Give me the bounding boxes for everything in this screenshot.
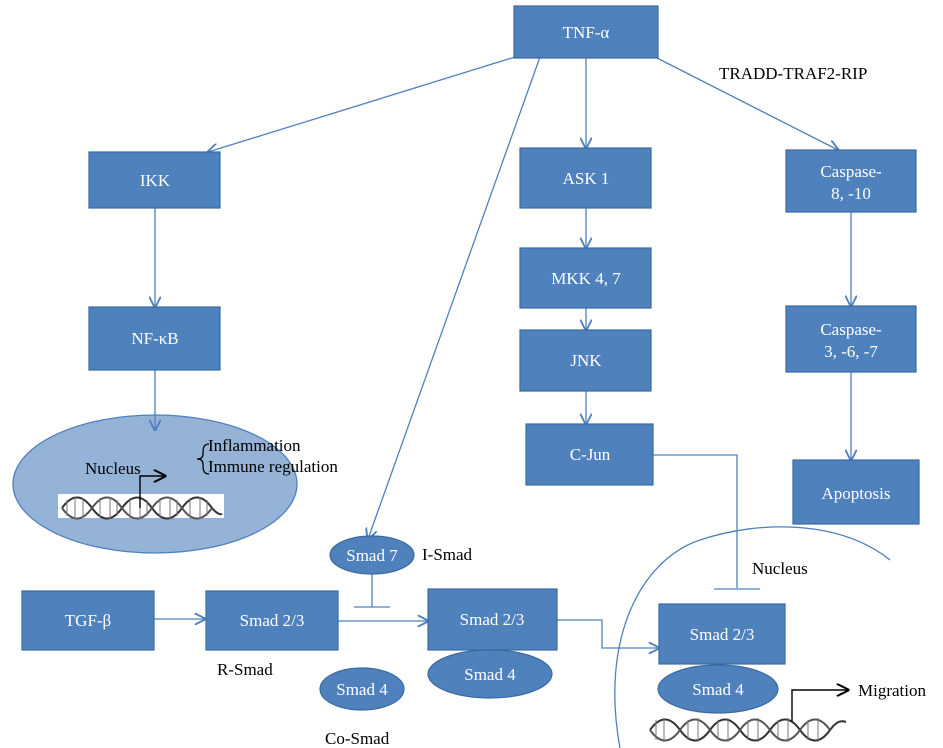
- arrow-tnf-ikk: [208, 56, 516, 152]
- node-smad23-c: Smad 2/3: [658, 603, 786, 665]
- brace-icon: [196, 443, 210, 475]
- node-smad7: Smad 7: [329, 535, 415, 575]
- immune-regulation-label: Immune regulation: [208, 457, 338, 476]
- node-mkk-label: MKK 4, 7: [551, 269, 621, 288]
- dna-helix-left-icon: [58, 476, 224, 520]
- node-tnf: TNF-α: [513, 5, 659, 59]
- r-smad-label: R-Smad: [217, 660, 273, 679]
- co-smad-label: Co-Smad: [325, 729, 390, 748]
- node-tgfb-label: TGF-β: [65, 611, 111, 630]
- node-apoptosis-label: Apoptosis: [822, 484, 891, 503]
- node-mkk: MKK 4, 7: [519, 247, 652, 309]
- node-caspase8-label-2: 8, -10: [831, 184, 871, 203]
- cjun-inhibit-line: [653, 454, 738, 588]
- node-smad7-label: Smad 7: [346, 546, 398, 565]
- node-apoptosis: Apoptosis: [792, 459, 920, 525]
- arrow-tnf-smad7: [368, 56, 541, 539]
- node-smad4-b: Smad 4: [427, 649, 553, 699]
- node-ikk: IKK: [88, 151, 221, 209]
- node-smad4-c-label: Smad 4: [692, 680, 744, 699]
- node-caspase3: Caspase- 3, -6, -7: [785, 305, 917, 373]
- node-jnk: JNK: [519, 329, 652, 392]
- migration-label: Migration: [858, 681, 926, 700]
- node-smad23-b: Smad 2/3: [427, 588, 558, 651]
- nucleus-right-membrane: [614, 526, 891, 748]
- node-smad4-a-label: Smad 4: [336, 680, 388, 699]
- dna-helix-right-icon: [649, 690, 848, 742]
- node-smad4-c: Smad 4: [657, 664, 779, 714]
- arrow-smad23-nucleus: [557, 619, 659, 648]
- node-caspase8: Caspase- 8, -10: [785, 149, 917, 213]
- tradd-label: TRADD-TRAF2-RIP: [719, 64, 867, 83]
- node-tnf-label: TNF-α: [563, 23, 610, 42]
- node-caspase8-label-1: Caspase-: [820, 162, 882, 181]
- node-nfkb-label: NF-κB: [131, 329, 178, 348]
- nucleus-right-label: Nucleus: [752, 559, 808, 578]
- node-cjun-label: C-Jun: [570, 445, 611, 464]
- node-caspase3-label-2: 3, -6, -7: [824, 342, 878, 361]
- node-jnk-label: JNK: [570, 351, 602, 370]
- node-smad4-b-label: Smad 4: [464, 665, 516, 684]
- node-smad23-b-label: Smad 2/3: [460, 610, 525, 629]
- node-ikk-label: IKK: [140, 171, 171, 190]
- node-tgfb: TGF-β: [21, 590, 155, 651]
- inflammation-label: Inflammation: [208, 436, 301, 455]
- i-smad-label: I-Smad: [422, 545, 473, 564]
- node-nfkb: NF-κB: [88, 306, 221, 371]
- node-smad4-a: Smad 4: [319, 667, 405, 711]
- nucleus-left-label: Nucleus: [85, 459, 141, 478]
- node-ask1-label: ASK 1: [563, 169, 610, 188]
- node-smad23-a-label: Smad 2/3: [240, 611, 305, 630]
- node-smad23-c-label: Smad 2/3: [690, 625, 755, 644]
- node-ask1: ASK 1: [519, 147, 652, 209]
- node-smad23-a: Smad 2/3: [205, 590, 339, 651]
- arrow-tnf-caspase8: [654, 56, 838, 150]
- node-cjun: C-Jun: [525, 423, 654, 486]
- node-caspase3-label-1: Caspase-: [820, 320, 882, 339]
